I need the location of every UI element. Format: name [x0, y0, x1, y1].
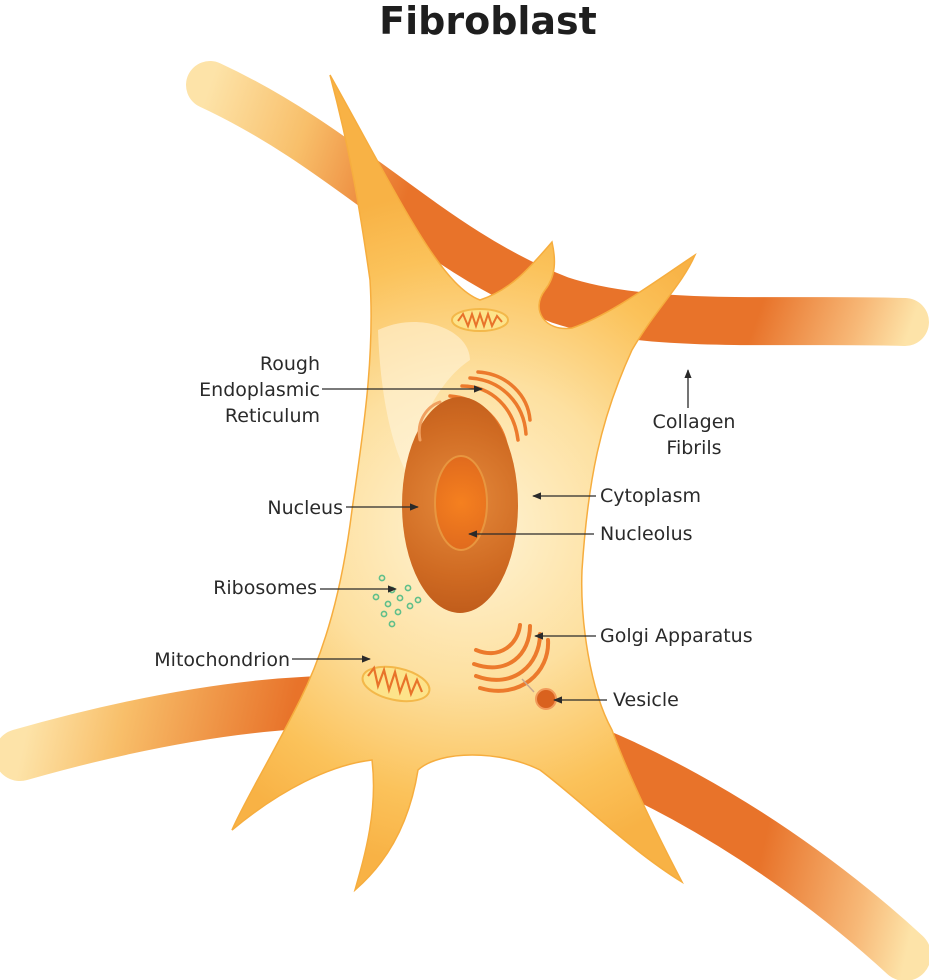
label-collagen-line2: Fibrils: [666, 437, 721, 459]
label-rough-er-line1: Rough: [260, 353, 320, 375]
label-mitochondrion: Mitochondrion: [154, 649, 290, 671]
label-collagen-line1: Collagen: [653, 411, 736, 433]
nucleolus: [434, 455, 488, 551]
golgi-apparatus: [472, 623, 551, 693]
label-rough-er-line3: Reticulum: [225, 405, 320, 427]
vesicle-trail: [521, 678, 535, 693]
label-ribosomes: Ribosomes: [213, 577, 317, 599]
label-vesicle: Vesicle: [613, 689, 679, 711]
label-rough-er-line2: Endoplasmic: [199, 379, 320, 401]
label-nucleolus: Nucleolus: [600, 523, 693, 545]
nucleus-highlight: [417, 400, 442, 442]
mitochondrion: [361, 665, 431, 703]
leader-lines: [292, 369, 692, 704]
label-nucleus: Nucleus: [267, 497, 343, 519]
vesicle: [535, 688, 557, 710]
label-golgi: Golgi Apparatus: [600, 625, 753, 647]
cell-highlight: [378, 321, 470, 470]
diagram-title: Fibroblast: [379, 0, 597, 43]
collagen-fibril-top: [186, 61, 929, 346]
mitochondrion-top: [451, 308, 509, 332]
labels: Rough Endoplasmic Reticulum Collagen Fib…: [154, 353, 752, 711]
label-cytoplasm: Cytoplasm: [600, 485, 701, 507]
